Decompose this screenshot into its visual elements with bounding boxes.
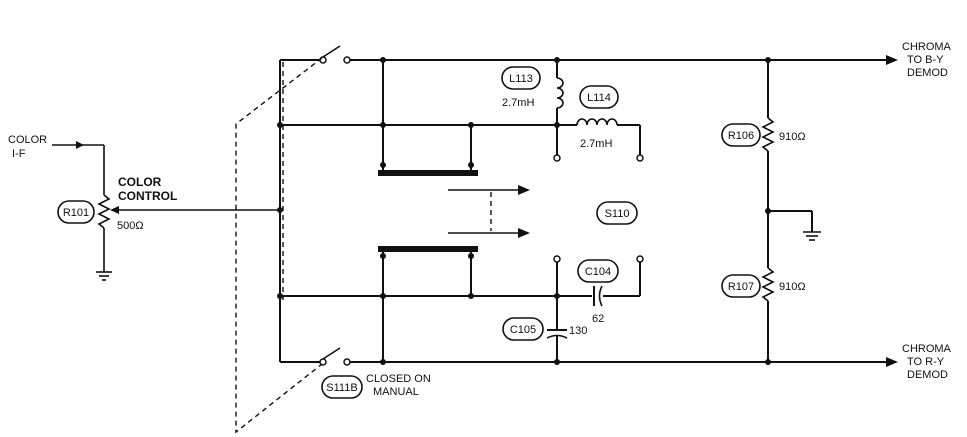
switch-bus [235, 45, 351, 434]
upper-plate [378, 170, 478, 176]
r107-tag [721, 274, 761, 298]
r101-value: 500Ω [117, 220, 144, 232]
c104-capacitor-symbol [593, 285, 603, 307]
l114-label: L114 [587, 92, 611, 104]
plate-assembly [378, 60, 530, 362]
s111b-label: S111B [326, 382, 357, 394]
r106-tag [721, 123, 761, 147]
beam-arrow-bottom-icon [518, 228, 530, 238]
lower-plate [378, 246, 478, 252]
l114-tag [579, 85, 619, 109]
c105-value: 130 [569, 325, 587, 337]
s111b-section: S111B CLOSED ON MANUAL [321, 373, 431, 399]
ground-icon [96, 271, 112, 281]
color-control-line1: COLOR [118, 175, 162, 189]
s110-label: S110 [605, 208, 630, 220]
l113-label: L113 [509, 73, 533, 85]
l113-tag [501, 66, 541, 90]
s111a-switch-icon [319, 45, 351, 64]
coil-section: L113 2.7mH L114 2.7mH [501, 60, 644, 162]
s110-section: S110 [596, 201, 638, 225]
top-output-line2: TO B-Y [907, 54, 944, 66]
wiper-arrow-icon [110, 206, 119, 214]
s111b-tag [321, 375, 363, 399]
input-label-line1: COLOR [8, 134, 47, 146]
input-arrow-icon [76, 141, 84, 149]
input-label-line2: I-F [12, 148, 26, 160]
c105-label: C105 [510, 324, 536, 336]
bottom-output-arrow-icon [886, 357, 898, 367]
inner-buses [280, 122, 560, 299]
c105-capacitor-symbol [546, 329, 568, 339]
bottom-output-line3: DEMOD [907, 369, 948, 381]
r106-resistor-symbol [761, 117, 775, 152]
ganged-switch-linkage [235, 57, 323, 434]
s110-tag [596, 201, 638, 225]
l114-value: 2.7mH [580, 138, 612, 150]
r107-value: 910Ω [779, 281, 806, 293]
c105-tag [502, 317, 544, 341]
c104-value: 62 [592, 313, 604, 325]
input-section: COLOR I-F R101 500Ω COLOR CONTROL [8, 134, 280, 281]
r101-resistor-symbol [97, 194, 111, 229]
r106-value: 910Ω [779, 131, 806, 143]
top-output-arrow-icon [886, 55, 898, 65]
divider-section: R106 910Ω R107 910Ω [721, 60, 821, 362]
r107-label: R107 [728, 281, 754, 293]
color-control-line2: CONTROL [118, 189, 177, 203]
c104-tag [577, 259, 619, 283]
output-lines: CHROMA TO B-Y DEMOD CHROMA TO R-Y DEMOD [350, 41, 952, 381]
top-output-line3: DEMOD [907, 67, 948, 79]
r107-resistor-symbol [761, 267, 775, 302]
r101-tag [57, 200, 95, 224]
ground-icon [803, 231, 821, 241]
top-output-line1: CHROMA [902, 41, 952, 53]
r106-label: R106 [728, 130, 754, 142]
l113-coil-symbol [556, 77, 564, 109]
capacitor-section: C104 62 C105 130 [502, 255, 644, 362]
bottom-output-line2: TO R-Y [907, 356, 945, 368]
bottom-output-line1: CHROMA [902, 343, 952, 355]
s111b-note-line1: CLOSED ON [366, 373, 431, 385]
l114-coil-symbol [576, 118, 618, 126]
s111b-note-line2: MANUAL [373, 386, 419, 398]
r101-label: R101 [63, 207, 89, 219]
s111b-switch-icon [319, 347, 351, 366]
c104-label: C104 [585, 266, 611, 278]
l113-value: 2.7mH [502, 97, 534, 109]
beam-arrow-top-icon [518, 185, 530, 195]
